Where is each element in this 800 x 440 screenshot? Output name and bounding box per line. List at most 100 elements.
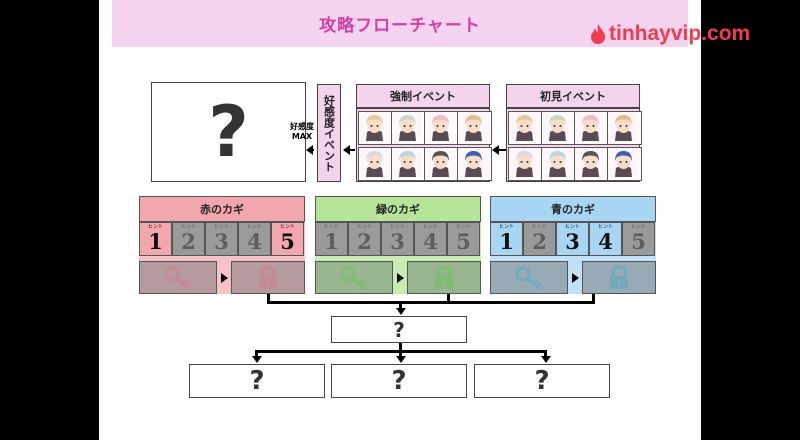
hint-number: 2 xyxy=(181,229,196,254)
hint-number: 4 xyxy=(423,229,438,254)
unknown-result-box: ? xyxy=(151,82,306,182)
first-event-header: 初見イベント xyxy=(506,84,640,108)
forced-event-character-5 xyxy=(358,147,393,181)
first-event-character-2 xyxy=(541,111,576,145)
connector xyxy=(399,350,402,357)
max-label: MAX xyxy=(291,132,313,141)
hint-number: 4 xyxy=(247,229,262,254)
lock-icon-box xyxy=(231,261,305,294)
affection-event-label: 好感度イベント xyxy=(322,94,336,172)
first-event-character-7 xyxy=(574,147,609,181)
hint-number: 1 xyxy=(324,229,339,254)
connector xyxy=(312,149,314,151)
question-mark: ? xyxy=(534,366,550,396)
key-title: 赤のカギ xyxy=(200,203,244,216)
arrow-right-icon xyxy=(221,273,228,283)
hint-label: ヒント xyxy=(422,224,438,230)
hint-number: 3 xyxy=(390,229,405,254)
arrow-left-icon xyxy=(306,145,313,155)
hint-label: ヒント xyxy=(180,224,196,230)
slide: 攻略フローチャート ? 好感度 MAX 好感度イベント 強制イベント 初見イベン… xyxy=(99,0,701,440)
affection-event-box: 好感度イベント xyxy=(317,84,341,182)
question-mark: ? xyxy=(249,366,265,396)
connector xyxy=(399,301,402,309)
mid-unknown-box: ? xyxy=(331,316,467,343)
arrow-left-icon xyxy=(343,145,350,155)
hint-label: ヒント xyxy=(630,224,646,230)
hint-number: 2 xyxy=(357,229,372,254)
forced-event-header: 強制イベント xyxy=(356,84,490,108)
lock-icon-box xyxy=(582,261,656,294)
connector xyxy=(544,350,547,357)
lock-icon xyxy=(610,264,628,289)
ending-box-1: ? xyxy=(189,364,325,398)
connector xyxy=(267,294,270,304)
key-icon-box xyxy=(139,261,217,294)
connector xyxy=(592,294,595,304)
connector xyxy=(447,294,450,304)
key-title: 青のカギ xyxy=(551,203,595,216)
lock-icon xyxy=(259,264,277,289)
hint-number: 5 xyxy=(631,229,646,254)
first-event-character-1 xyxy=(508,111,543,145)
arrow-down-icon xyxy=(395,308,406,315)
hint-label: ヒント xyxy=(597,224,613,230)
ending-box-3: ? xyxy=(474,364,610,398)
arrow-down-icon xyxy=(540,356,551,363)
affection-max-label: 好感度 MAX xyxy=(286,122,318,142)
first-event-character-8 xyxy=(607,147,642,181)
watermark: tinhayvip.com xyxy=(590,18,750,50)
key-icon-box xyxy=(315,261,393,294)
forced-event-character-7 xyxy=(424,147,459,181)
forced-event-character-4 xyxy=(457,111,492,145)
hint-label: ヒント xyxy=(356,224,372,230)
forced-event-character-3 xyxy=(424,111,459,145)
key-icon xyxy=(515,266,543,290)
hint-number: 3 xyxy=(565,229,580,254)
arrow-down-icon xyxy=(395,356,406,363)
ending-box-2: ? xyxy=(331,364,467,398)
forced-event-label: 強制イベント xyxy=(390,90,456,103)
hint-number: 1 xyxy=(499,229,514,254)
arrow-left-icon xyxy=(492,145,499,155)
first-event-character-3 xyxy=(574,111,609,145)
title-bar: 攻略フローチャート xyxy=(112,0,688,47)
hint-number: 2 xyxy=(532,229,547,254)
hint-label: ヒント xyxy=(246,224,262,230)
connector xyxy=(349,149,355,151)
first-event-character-5 xyxy=(508,147,543,181)
question-mark: ? xyxy=(208,91,249,173)
arrow-right-icon xyxy=(572,273,579,283)
key-icon xyxy=(164,266,192,290)
key-header: 赤のカギ xyxy=(139,196,305,222)
lock-icon-box xyxy=(407,261,481,294)
affection-label: 好感度 xyxy=(290,122,314,131)
hint-label: ヒント xyxy=(564,224,580,230)
connector xyxy=(399,343,402,352)
hint-number: 3 xyxy=(214,229,229,254)
key-header: 緑のカギ xyxy=(315,196,481,222)
forced-event-character-8 xyxy=(457,147,492,181)
first-event-character-4 xyxy=(607,111,642,145)
forced-event-character-6 xyxy=(391,147,426,181)
key-icon-box xyxy=(490,261,568,294)
hint-number: 5 xyxy=(280,229,295,254)
hint-label: ヒント xyxy=(213,224,229,230)
lock-icon xyxy=(435,264,453,289)
forced-event-character-1 xyxy=(358,111,393,145)
hint-label: ヒント xyxy=(147,224,163,230)
key-title: 緑のカギ xyxy=(376,203,420,216)
hint-label: ヒント xyxy=(279,224,295,230)
hint-number: 1 xyxy=(148,229,163,254)
